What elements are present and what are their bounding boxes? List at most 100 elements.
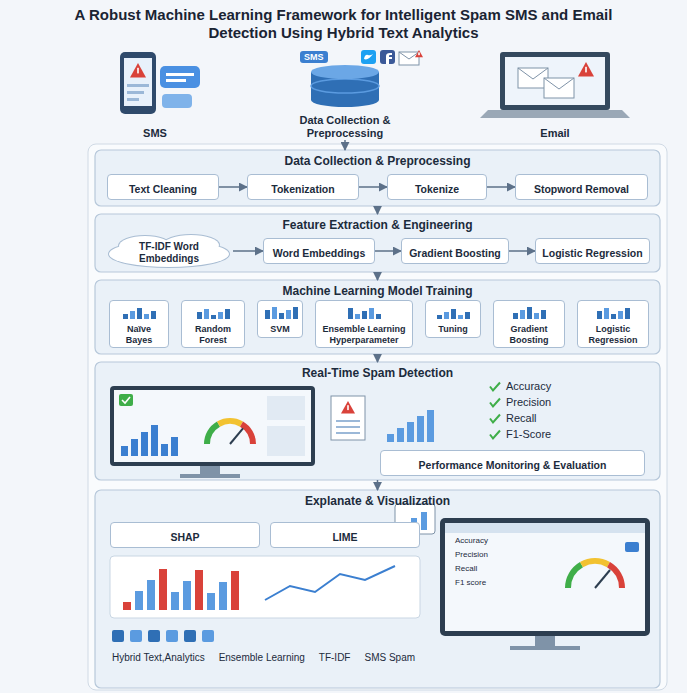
db-bottom [311,93,379,107]
box-label: Tokenize [415,179,459,195]
icon-bar [144,314,149,319]
gauge-arc [240,421,256,444]
mini-bar [421,512,427,530]
laptop-screen-frame [500,52,610,110]
laptop-base [480,110,630,118]
check-mark [490,383,500,391]
tile-label: Ensemble Learning Hyperparameter [319,320,409,345]
icon-bar [272,307,277,319]
chart-bar [195,570,203,610]
flow-arrow [377,480,379,490]
check-mark [490,431,500,439]
illustration [470,48,640,140]
flow-arrow [359,186,387,188]
cloud-label: TF-IDF Word Embeddings [121,237,217,265]
process-box: Performance Monitoring & Evaluation [380,450,645,476]
model-tile: Ensemble Learning Hyperparameter [315,300,413,348]
stage-band: Machine Learning Model TrainingNaïve Bay… [95,280,660,354]
stage-band: Data Collection & PreprocessingText Clea… [95,150,660,206]
chart-bar [147,580,155,610]
icon-bar [211,315,216,319]
box-label: Logistic Regression [542,243,642,259]
icon-label: Data Collection & Preprocessing [265,114,425,140]
metric-label: Accuracy [506,380,551,392]
chart-bar [231,571,239,610]
icon-bar [362,311,367,319]
metric-label: Precision [506,396,551,408]
chat-bubble [160,66,200,88]
tile-label: SVM [261,320,299,335]
warning-triangle [415,50,423,57]
flow-arrow [375,250,401,252]
flow-arrow [487,186,515,188]
box-label: Gradient Boosting [409,243,501,259]
chart-bar [417,416,424,442]
flow-arrow [233,250,263,252]
source-icon: Data Collection & Preprocessing [265,48,425,140]
chart-bar [183,581,191,610]
chart-bar [161,444,168,456]
icon-bar [458,315,463,319]
flow-arrow [377,206,379,214]
flow-arrow [377,354,379,362]
metric-label: F1-Score [506,428,551,440]
process-box: Logistic Regression [535,238,650,264]
bird-shape [364,54,373,59]
warning-triangle [341,401,355,414]
box-label: Tokenization [271,179,334,195]
tile-label: Naïve Bayes [113,320,165,345]
tile-label: Tuning [429,320,477,335]
box-label: Word Embeddings [273,243,366,259]
icon-bar [597,311,602,319]
db-ring [311,79,379,93]
illustration [100,48,210,140]
screen-line [127,84,149,87]
process-box: Stopword Removal [515,174,648,200]
band-title: Real-Time Spam Detection [95,362,660,380]
icon-bar [279,313,284,319]
envelope [399,52,419,65]
box-label: Stopword Removal [534,179,629,195]
icon-label: SMS [143,127,167,140]
check-mark [490,415,500,423]
icon-bar [451,309,456,319]
screen-panel [267,426,305,456]
monitor-base [510,646,580,650]
model-icon [193,303,233,319]
illustration [265,48,425,140]
icon-bar [265,310,270,319]
icon-bar [611,314,616,319]
chart-bar [123,602,131,610]
tile-label: Gradient Boosting [497,320,561,345]
strip-icon [184,630,196,642]
chart-bar [141,432,148,456]
social-icon [380,50,395,64]
tile-label: Logistic Regression [581,320,645,345]
icon-bar [348,308,353,319]
gauge-needle [595,570,610,588]
icon-bar [286,310,291,319]
chart-bar [219,582,227,610]
band-ground [95,362,660,480]
model-icon [593,303,633,319]
check-mark [490,399,500,407]
icon-bar [123,314,128,319]
stage-band: Real-Time Spam DetectionPerformance Moni… [95,362,660,480]
box-label: Text Cleaning [129,179,197,195]
monitor-screen [445,523,645,631]
stage-band: Feature Extraction & EngineeringTF-IDF W… [95,214,660,272]
outer-panel [88,144,667,690]
f-shape [386,53,392,64]
process-box: LIME [270,522,420,548]
warning-mark [418,52,420,55]
chart-bar [131,439,138,456]
monitor-stand [200,466,220,474]
metric-label: Accuracy [455,536,488,545]
chart-bar [159,569,167,610]
icon-bar [437,315,442,319]
model-icon [509,303,549,319]
chat-line [166,79,186,82]
strip-icon [166,630,178,642]
metric-label: Recall [506,412,537,424]
band-title: Feature Extraction & Engineering [95,214,660,232]
